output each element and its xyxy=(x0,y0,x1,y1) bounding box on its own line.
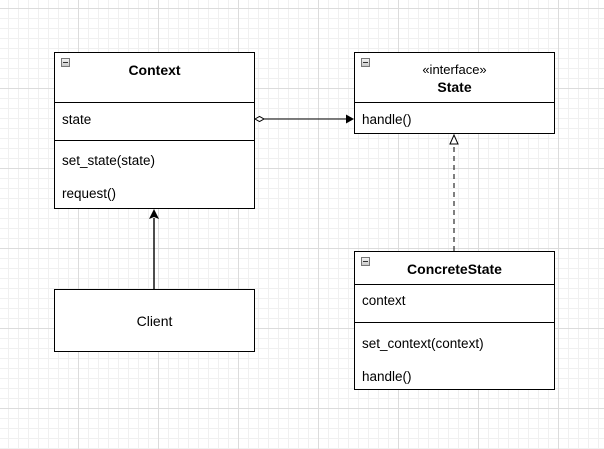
state-interface-name: State xyxy=(437,79,472,95)
state-interface[interactable]: «interface» State handle() xyxy=(354,52,555,134)
collapse-icon[interactable] xyxy=(361,58,370,67)
arrowhead-icon xyxy=(149,209,159,219)
arrowhead-icon xyxy=(346,114,354,124)
realization-connector[interactable] xyxy=(449,133,459,251)
aggregation-connector[interactable] xyxy=(253,114,354,124)
context-operation-request: request() xyxy=(62,186,117,201)
context-operation-set-state: set_state(state) xyxy=(62,153,156,168)
concrete-state-class-name: ConcreteState xyxy=(407,261,502,277)
collapse-icon[interactable] xyxy=(61,58,70,67)
association-connector[interactable] xyxy=(149,209,159,289)
context-class[interactable]: Context state set_state(state) request() xyxy=(54,52,255,209)
concrete-state-operation-handle: handle() xyxy=(362,369,412,384)
state-stereotype: «interface» xyxy=(422,62,487,77)
state-operation-handle: handle() xyxy=(362,112,412,127)
hollow-triangle-icon xyxy=(449,133,459,145)
concrete-state-operation-set-context: set_context(context) xyxy=(362,336,484,351)
concrete-state-class[interactable]: ConcreteState context set_context(contex… xyxy=(354,251,555,390)
concrete-state-attribute-context: context xyxy=(362,293,406,308)
client-label: Client xyxy=(136,312,173,329)
collapse-icon[interactable] xyxy=(361,257,370,266)
client-box[interactable]: Client xyxy=(54,289,255,352)
aggregation-diamond-icon xyxy=(253,115,266,123)
context-class-name: Context xyxy=(128,62,181,78)
context-attribute-state: state xyxy=(62,112,92,127)
